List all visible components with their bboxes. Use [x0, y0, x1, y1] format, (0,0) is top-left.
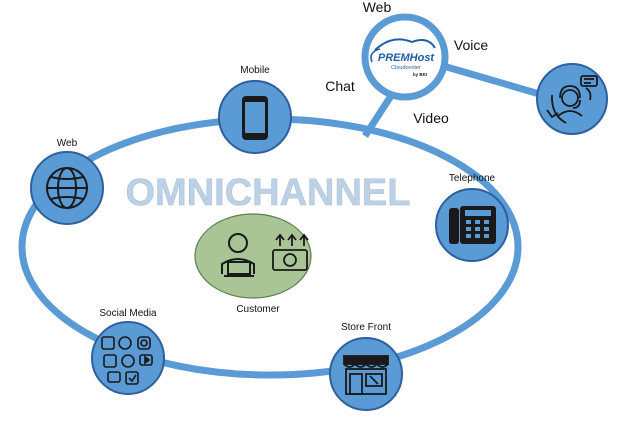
call-center-agent-icon [546, 75, 598, 124]
hub-channel-web: Web [363, 0, 392, 15]
telephone-label: Telephone [449, 173, 496, 184]
premhost-logo-subtext: Cloudcenter [391, 65, 421, 71]
social-media-label: Social Media [99, 308, 157, 319]
social-media-icon [101, 336, 153, 385]
globe-icon [46, 167, 88, 209]
premhost-logo-badge: by BKI [413, 72, 427, 77]
support-node [536, 63, 608, 135]
hub-channel-video: Video [413, 110, 449, 126]
mobile-label: Mobile [240, 65, 270, 76]
customer-person-icon [221, 233, 255, 277]
smartphone-icon [242, 96, 268, 140]
store-front-label: Store Front [341, 322, 391, 333]
hub-channel-chat: Chat [325, 78, 355, 94]
customer-payment-icon [272, 233, 309, 271]
diagram-title: OMNICHANNEL [126, 172, 411, 214]
customer-label: Customer [236, 304, 280, 315]
premhost-logo: PREMHost Cloudcenter by BKI [370, 38, 436, 77]
hub-node [361, 13, 449, 101]
desk-phone-icon [449, 206, 496, 244]
web-label: Web [57, 138, 78, 149]
storefront-icon [343, 355, 389, 395]
hub-channel-voice: Voice [454, 37, 488, 53]
premhost-logo-text: PREMHost [378, 52, 436, 64]
